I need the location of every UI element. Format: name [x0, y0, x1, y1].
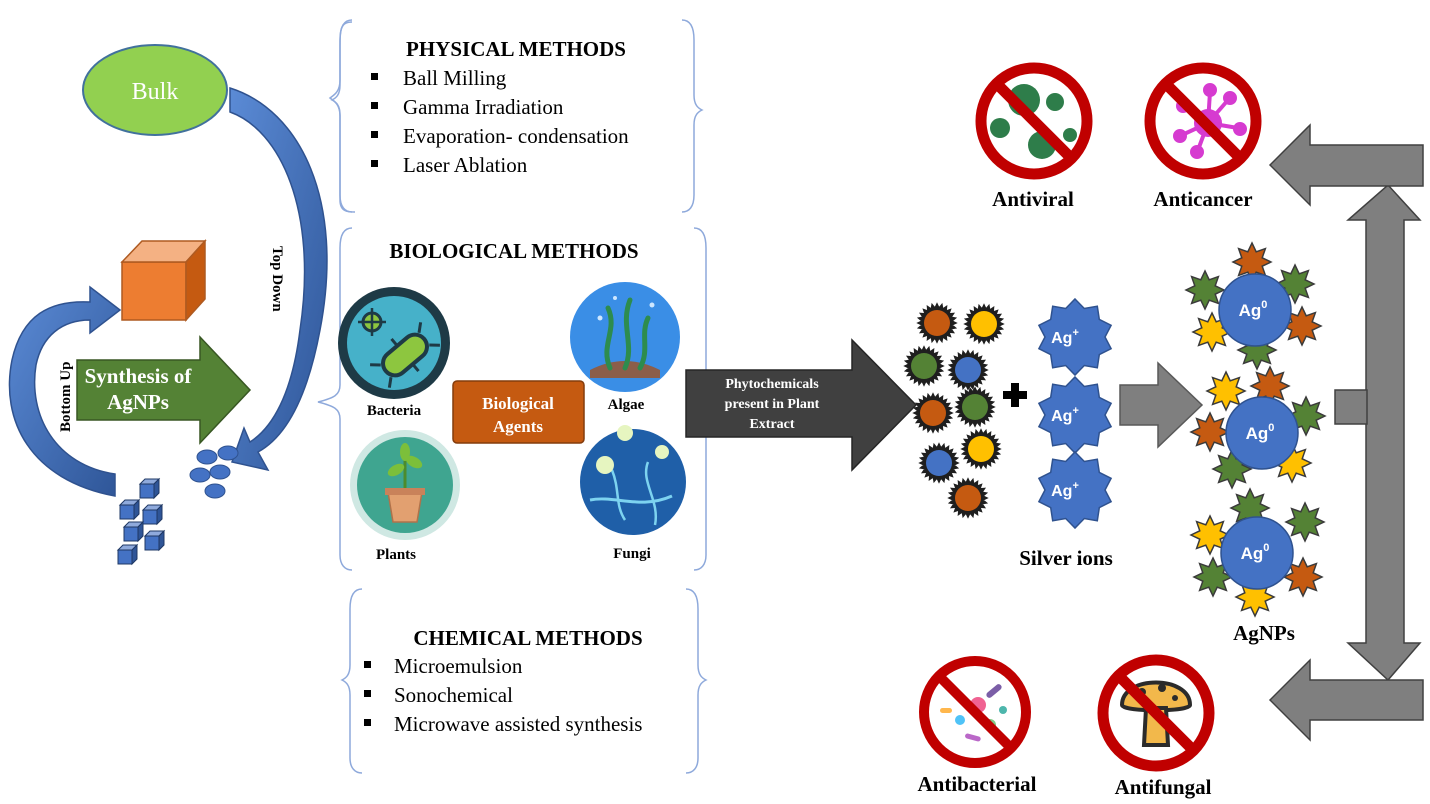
silver-ion-label: Ag+: [1051, 405, 1079, 425]
molecule-core: [926, 450, 952, 476]
bullet-icon: [364, 690, 371, 697]
silver-ions-label: Silver ions: [1019, 546, 1113, 570]
vertical-double-arrow: [1346, 183, 1422, 682]
chemical-item-1: Microemulsion: [394, 654, 523, 678]
physical-item-4: Laser Ablation: [403, 153, 528, 177]
nanoparticle-core: [1220, 516, 1294, 590]
chemical-methods-heading: CHEMICAL METHODS: [413, 626, 642, 650]
left-brace: [328, 21, 356, 213]
plants-label: Plants: [376, 547, 416, 563]
synthesis-label-line1: Synthesis of: [85, 364, 193, 388]
algae-label: Algae: [608, 397, 645, 413]
anticancer-label: Anticancer: [1153, 187, 1252, 211]
anticancer-icon: [1144, 62, 1262, 180]
nanoparticle-label: Ag0: [1246, 422, 1275, 443]
application-arrows: [1268, 123, 1424, 742]
bottom-left-arrow: [1268, 658, 1424, 742]
capping-agent: [1205, 370, 1247, 412]
reaction-arrow: [1119, 361, 1204, 449]
bullet-icon: [371, 73, 378, 80]
nanoparticle-label: Ag0: [1239, 299, 1268, 320]
plant-icon: [350, 430, 460, 540]
molecule-core: [955, 485, 981, 511]
bullet-icon: [371, 160, 378, 167]
molecule-core: [968, 436, 994, 462]
molecule-core: [971, 311, 997, 337]
silver-ion: [1037, 297, 1113, 377]
physical-item-1: Ball Milling: [403, 66, 507, 90]
bullet-icon: [364, 719, 371, 726]
capping-agent: [1281, 305, 1323, 347]
bullet-icon: [364, 661, 371, 668]
capping-agent: [1282, 556, 1324, 598]
chemical-methods-box: CHEMICAL METHODS Microemulsion Sonochemi…: [340, 588, 708, 774]
biological-agents-box: [452, 380, 585, 444]
chemical-item-3: Microwave assisted synthesis: [394, 712, 642, 736]
nanoparticle-cluster-icon: [189, 445, 239, 499]
physical-methods-box: PHYSICAL METHODS Ball Milling Gamma Irra…: [330, 19, 704, 213]
capping-agent: [1189, 514, 1231, 556]
fungi-label: Fungi: [613, 546, 651, 562]
molecule-core: [962, 394, 988, 420]
biological-agents-line2: Agents: [493, 417, 543, 436]
bulk-ellipse: [82, 44, 228, 136]
silver-ion-label: Ag+: [1051, 327, 1079, 347]
molecule-core: [924, 310, 950, 336]
synthesis-arrow: [76, 335, 252, 445]
bacteria-label: Bacteria: [367, 403, 422, 419]
antifungal-icon: [1097, 654, 1215, 772]
nanoparticle-label: Ag0: [1241, 542, 1270, 563]
antifungal-label: Antifungal: [1115, 775, 1212, 799]
cube-icon: [120, 239, 207, 322]
phytochemicals-line2: present in Plant: [725, 397, 820, 412]
phytochemicals-arrow: Phytochemicals present in Plant Extract: [685, 338, 918, 472]
bottom-up-label: Bottom Up: [58, 362, 74, 432]
bacteria-icon: [338, 287, 450, 399]
small-cubes-icon: [116, 477, 166, 566]
bottom-up-arrow: [8, 285, 122, 497]
antiviral-label: Antiviral: [992, 187, 1074, 211]
capping-agent: [1189, 411, 1231, 453]
antibacterial-icon: [919, 656, 1031, 768]
chemical-item-2: Sonochemical: [394, 683, 513, 707]
capping-agent: [1184, 269, 1226, 311]
biological-agents-line1: Biological: [482, 394, 554, 413]
connector-stub: [1334, 389, 1368, 425]
molecule-core: [955, 357, 981, 383]
nanoparticle-core: [1218, 273, 1292, 347]
silver-ions: Ag+ Ag+ Ag+: [1037, 297, 1113, 530]
left-section: Bulk Top Down Bottom Up Synthesis of AgN…: [8, 44, 328, 566]
silver-ion: [1037, 450, 1113, 530]
top-down-label: Top Down: [269, 246, 285, 312]
synthesis-label-line2: AgNPs: [107, 390, 169, 414]
molecule-core: [911, 353, 937, 379]
capping-agent: [1192, 556, 1234, 598]
algae-icon: [570, 282, 680, 392]
biological-methods-box: BIOLOGICAL METHODS Bacteria: [317, 227, 707, 571]
physical-item-3: Evaporation- condensation: [403, 124, 629, 148]
fungi-icon: [580, 425, 686, 535]
bulk-label: Bulk: [132, 79, 179, 105]
bullet-icon: [371, 131, 378, 138]
top-left-arrow: [1268, 123, 1424, 207]
capping-agent: [1284, 501, 1326, 543]
nanoparticle-core: [1225, 396, 1299, 470]
top-down-arrow: [229, 86, 328, 472]
antibacterial-label: Antibacterial: [918, 772, 1037, 796]
silver-ion-label: Ag+: [1051, 480, 1079, 500]
phytochemicals-line1: Phytochemicals: [725, 377, 819, 392]
phytochemical-molecules: [903, 302, 1005, 519]
molecule-core: [920, 400, 946, 426]
biological-methods-heading: BIOLOGICAL METHODS: [389, 239, 638, 263]
agnps-label: AgNPs: [1233, 621, 1295, 645]
physical-methods-heading: PHYSICAL METHODS: [406, 37, 626, 61]
bullet-icon: [371, 102, 378, 109]
phytochemicals-line3: Extract: [749, 417, 794, 432]
physical-item-2: Gamma Irradiation: [403, 95, 564, 119]
plus-icon: [1003, 383, 1027, 407]
antiviral-icon: [975, 62, 1093, 180]
